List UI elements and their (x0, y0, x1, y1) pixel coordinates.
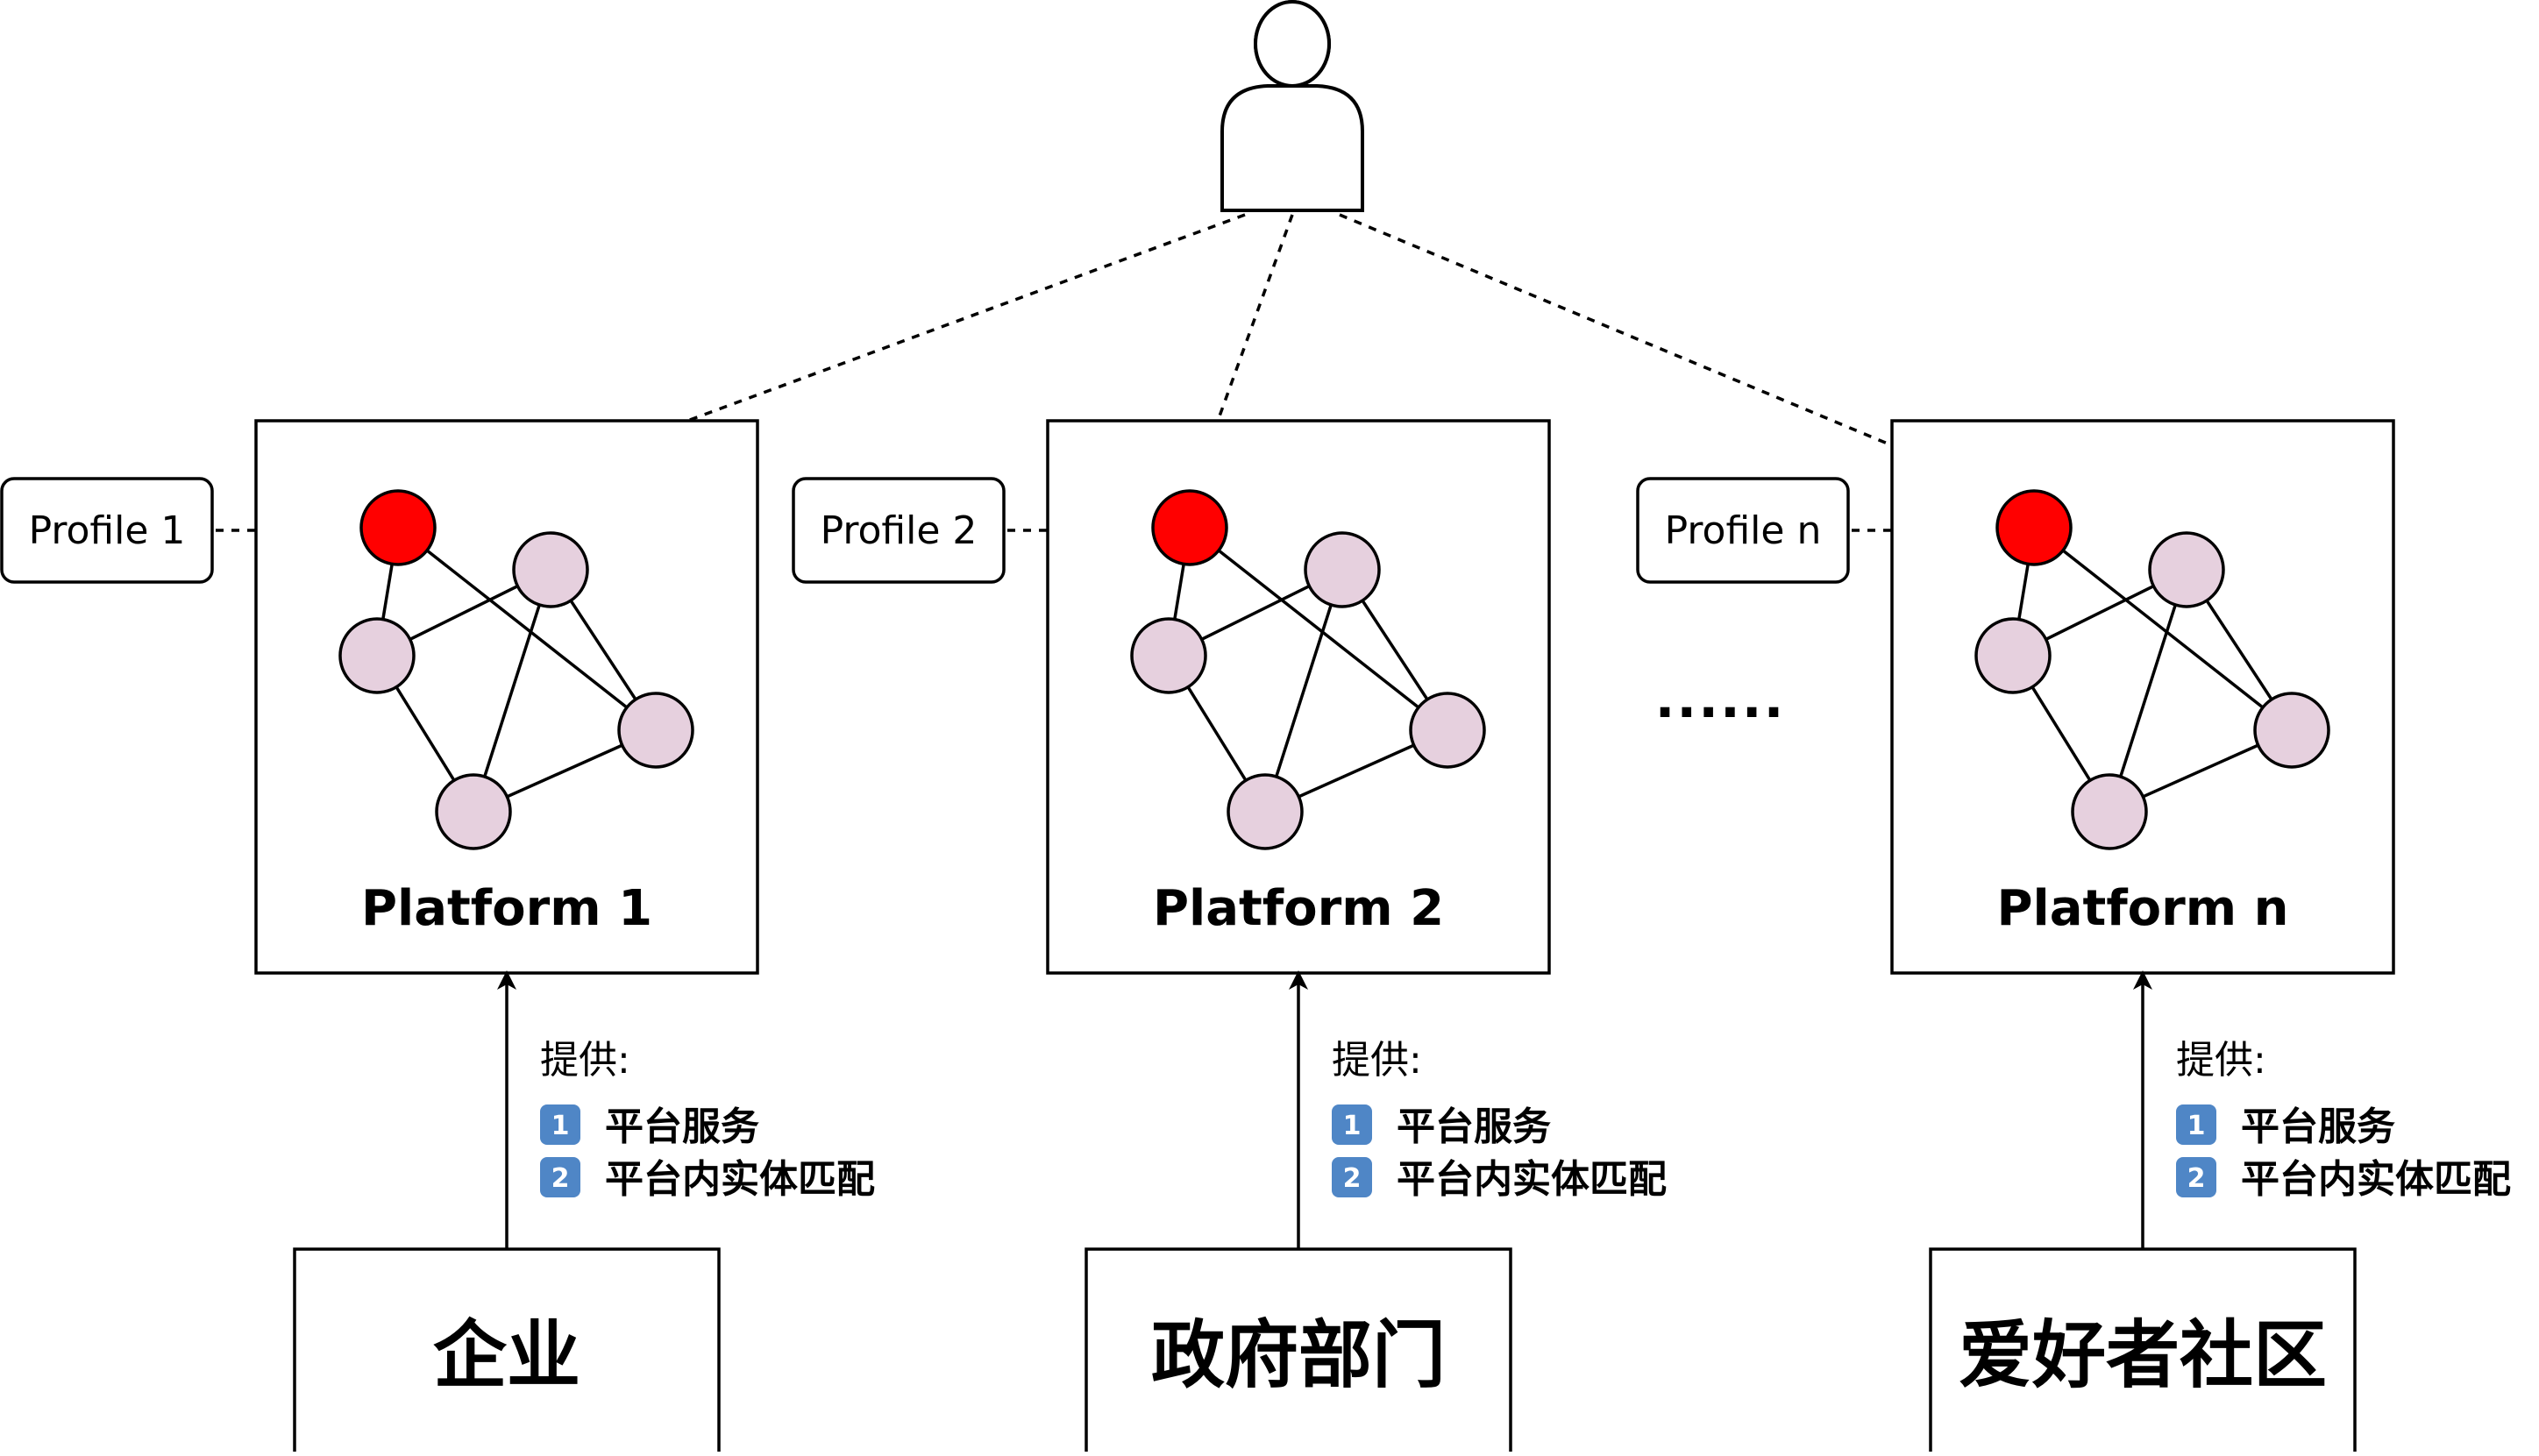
platform-title: Platform n (1997, 880, 2289, 937)
entity-node (1227, 773, 1304, 850)
platform-title: Platform 2 (1153, 880, 1444, 937)
platform-title: Platform 1 (361, 880, 652, 937)
profile-box (0, 477, 214, 584)
graph-edge (2108, 569, 2188, 813)
profile-label: Profile 1 (29, 508, 186, 553)
entity-node (2148, 531, 2225, 608)
number-badge-text: 2 (2187, 1163, 2206, 1194)
profile-box (792, 477, 1006, 584)
ellipsis: ...... (1655, 669, 1786, 730)
number-badge-icon (2176, 1157, 2216, 1197)
entity-node (338, 617, 416, 694)
profile-node (359, 489, 437, 566)
number-badge-text: 1 (1343, 1111, 1362, 1141)
entity-node (2071, 773, 2148, 850)
provide-item: 平台内实体匹配 (1397, 1157, 1667, 1202)
profile-label: Profile n (1665, 508, 1822, 553)
entity-node (512, 531, 589, 608)
provide-item: 平台内实体匹配 (605, 1157, 875, 1202)
number-badge-text: 1 (551, 1111, 570, 1141)
number-badge-icon (1332, 1157, 1372, 1197)
number-badge-icon (1332, 1104, 1372, 1145)
entity-node (2253, 692, 2330, 769)
org-label: 爱好者社区 (1959, 1312, 2327, 1398)
number-badge-icon (2176, 1104, 2216, 1145)
org-box (1085, 1247, 1512, 1456)
provide-title: 提供: (1332, 1038, 1422, 1083)
provide-item: 平台服务 (605, 1104, 759, 1149)
graph-edge (1263, 569, 1344, 813)
entity-node (1304, 531, 1381, 608)
number-badge-text: 1 (2187, 1111, 2206, 1141)
org-box (293, 1247, 721, 1456)
user-link-2 (1189, 214, 1294, 497)
graph-edge (472, 569, 552, 813)
graph-edge (396, 526, 658, 732)
number-badge-text: 2 (1343, 1163, 1362, 1194)
profile-node (1151, 489, 1228, 566)
number-badge-text: 2 (551, 1163, 570, 1194)
entity-node (1974, 617, 2052, 694)
provide-item: 平台服务 (2241, 1104, 2395, 1149)
provide-item: 平台内实体匹配 (2241, 1157, 2511, 1202)
org-label: 政府部门 (1151, 1312, 1446, 1398)
profile-node (1995, 489, 2073, 566)
provide-item: 平台服务 (1397, 1104, 1551, 1149)
number-badge-icon (540, 1157, 580, 1197)
profile-label: Profile 2 (821, 508, 978, 553)
entity-node (1130, 617, 1207, 694)
entity-node (617, 692, 694, 769)
org-label: 企业 (433, 1312, 580, 1398)
user-links (397, 213, 2033, 529)
provide-title: 提供: (2176, 1038, 2266, 1083)
entity-node (435, 773, 512, 850)
org-box (1929, 1247, 2357, 1456)
provide-title: 提供: (540, 1038, 630, 1083)
entity-node (1409, 692, 1486, 769)
user-icon (1220, 0, 1364, 212)
profile-box (1636, 477, 1850, 584)
number-badge-icon (540, 1104, 580, 1145)
graph-edge (2032, 526, 2294, 732)
graph-edge (1188, 526, 1449, 732)
